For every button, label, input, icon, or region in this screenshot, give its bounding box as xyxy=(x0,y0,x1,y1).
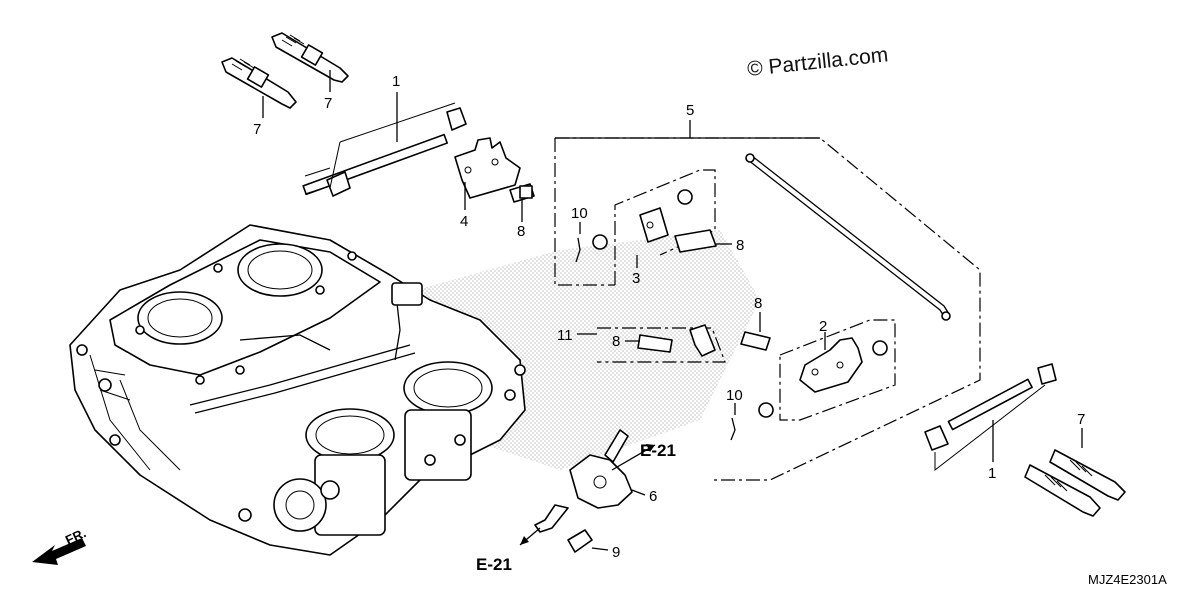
bracket-part-4 xyxy=(454,137,521,199)
link-part-11 xyxy=(689,324,716,357)
bolt-part-8-c xyxy=(740,331,771,351)
arm-part-3 xyxy=(639,207,669,243)
bolt-part-8-b xyxy=(674,229,717,253)
screw-part-9 xyxy=(567,529,593,553)
shaft-top xyxy=(302,107,467,197)
bolt-part-8-a xyxy=(509,183,535,203)
callout-9: 9 xyxy=(612,544,620,561)
callout-1-top: 1 xyxy=(392,73,400,90)
diagram-code: MJZ4E2301A xyxy=(1088,572,1167,587)
ref-e21-lower: E-21 xyxy=(476,555,512,574)
callout-8-a: 8 xyxy=(517,223,525,240)
adjust-screw-top-mid xyxy=(271,32,349,83)
callout-2: 2 xyxy=(819,318,827,335)
callout-7-b: 7 xyxy=(324,95,332,112)
callout-6: 6 xyxy=(649,488,657,505)
callout-1-right: 1 xyxy=(988,465,996,482)
bolt-part-8-d xyxy=(637,334,673,353)
callout-10-a: 10 xyxy=(571,205,588,222)
callout-8-c: 8 xyxy=(754,295,762,312)
callout-7-a: 7 xyxy=(253,121,261,138)
callout-8-d: 8 xyxy=(612,333,620,350)
callout-8-b: 8 xyxy=(736,237,744,254)
callout-3: 3 xyxy=(632,270,640,287)
throttle-body-assembly xyxy=(69,224,526,556)
front-direction-arrow xyxy=(32,538,86,565)
callout-10-b: 10 xyxy=(726,387,743,404)
callout-4: 4 xyxy=(460,213,468,230)
shaft-right xyxy=(924,363,1057,451)
adjust-screw-right-a xyxy=(1049,449,1126,501)
ref-e21-upper: E-21 xyxy=(640,441,676,460)
adjust-screw-top-left xyxy=(221,57,297,109)
callout-11: 11 xyxy=(557,327,573,344)
adjust-screw-right-b xyxy=(1024,464,1101,517)
callout-5: 5 xyxy=(686,102,694,119)
partzilla-watermark: © Partzilla.com xyxy=(746,43,889,81)
callout-7-c: 7 xyxy=(1077,411,1085,428)
actuator-part-6 xyxy=(534,429,633,533)
arm-part-2 xyxy=(799,337,863,393)
